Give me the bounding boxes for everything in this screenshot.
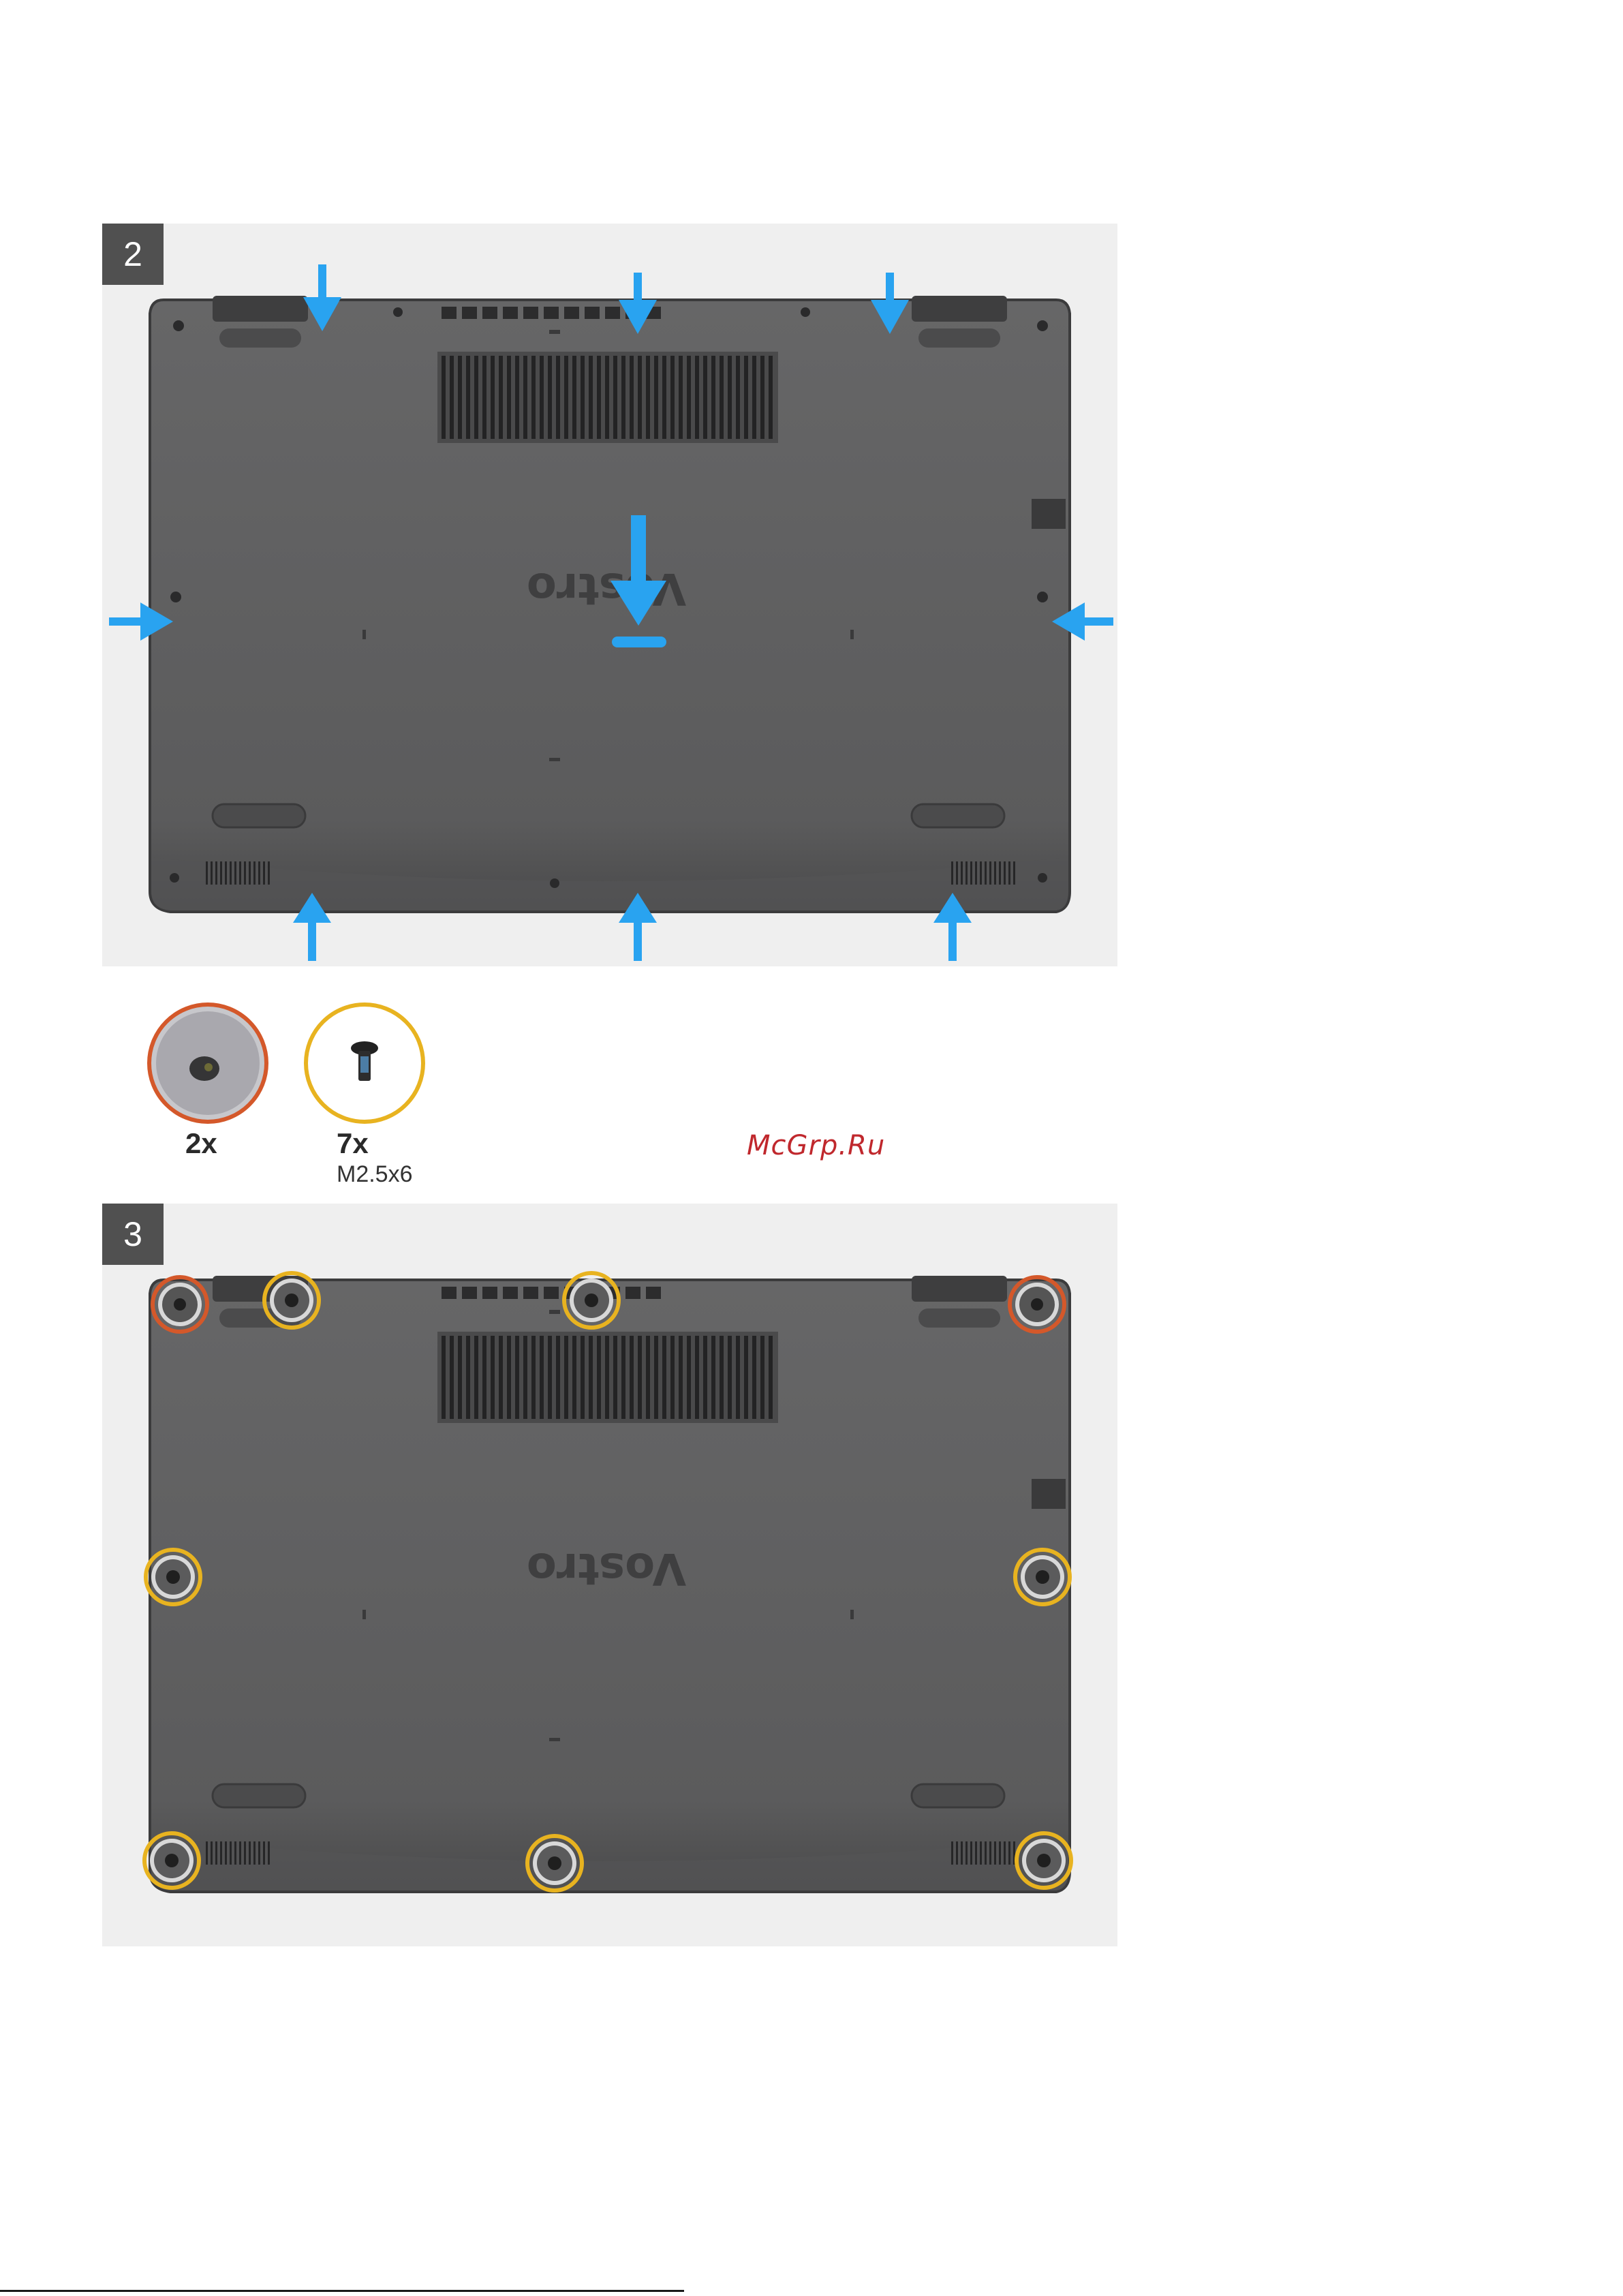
screw-callout: [1017, 1833, 1071, 1888]
screw-icon: [306, 1005, 423, 1122]
laptop-base-cover-photo: Vostro: [102, 224, 1117, 966]
screw-spec: M2.5x6: [337, 1161, 413, 1188]
side-port: [1032, 499, 1066, 529]
captive-screw-callout: [1010, 1277, 1064, 1332]
captive-screw-callout: [153, 1277, 207, 1332]
ventilation-grille: [437, 352, 778, 443]
rubber-foot: [912, 804, 1004, 827]
side-port: [1032, 1479, 1066, 1509]
screw-callout: [146, 1550, 200, 1604]
screw-legend: 2x 7x M2.5x6: [0, 995, 477, 1199]
screw-callout: [564, 1273, 619, 1328]
step-3-panel: Vostro 3: [102, 1204, 1117, 1946]
screw-callout: [1015, 1550, 1070, 1604]
watermark: McGrp.Ru: [747, 1130, 885, 1161]
screw-count: 7x: [337, 1127, 369, 1160]
footer-rule: [0, 2290, 684, 2292]
brand-logo: Vostro: [527, 1543, 686, 1593]
step-number-badge: 3: [102, 1204, 164, 1265]
screw-callout: [144, 1833, 199, 1888]
right-hinge: [912, 1276, 1007, 1328]
right-hinge: [912, 296, 1007, 348]
rubber-screw-cap-icon: [149, 1005, 266, 1122]
rubber-foot: [213, 804, 305, 827]
rubber-foot: [213, 1784, 305, 1807]
laptop-base-cover-photo: Vostro: [102, 1204, 1117, 1946]
brand-logo: Vostro: [527, 563, 686, 613]
ventilation-grille: [437, 1332, 778, 1423]
rubber-foot: [912, 1784, 1004, 1807]
step-2-panel: Vostro 2: [102, 224, 1117, 966]
left-hinge: [213, 296, 308, 348]
legend-icons: [0, 995, 477, 1145]
screw-callout: [264, 1273, 319, 1328]
step-number-badge: 2: [102, 224, 164, 285]
screw-callout: [527, 1836, 582, 1891]
rubber-screw-count: 2x: [185, 1127, 217, 1160]
top-slot-vent: [442, 1287, 661, 1299]
